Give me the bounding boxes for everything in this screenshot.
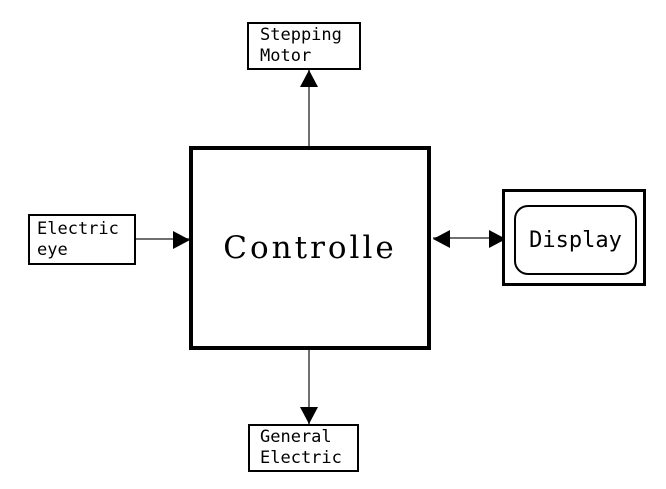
arrow-right-icon: [173, 231, 190, 249]
arrow-right-icon: [489, 230, 506, 248]
arrow-left-icon: [433, 230, 450, 248]
node-general-electric-line-2: Electric: [260, 448, 342, 468]
node-electric-eye-line-2: eye: [37, 239, 68, 260]
node-controller-label: Controlle: [223, 230, 397, 266]
node-display-inner-frame: Display: [514, 205, 637, 275]
node-electric-eye[interactable]: Electric eye: [28, 214, 136, 265]
node-general-electric[interactable]: General Electric: [248, 424, 359, 472]
connector-controller-to-stepping-motor: [308, 69, 310, 147]
arrow-down-icon: [300, 407, 318, 424]
connector-controller-to-general-electric: [308, 349, 310, 425]
node-display[interactable]: Display: [502, 189, 646, 286]
node-stepping-motor[interactable]: Stepping Motor: [247, 22, 361, 70]
node-stepping-motor-line-1: Stepping: [260, 25, 342, 45]
node-stepping-motor-line-2: Motor: [260, 46, 312, 66]
arrow-up-icon: [300, 70, 318, 87]
connector-controller-to-display: [433, 237, 505, 239]
connector-electric-eye-to-controller: [136, 238, 192, 240]
node-general-electric-line-1: General: [260, 427, 332, 447]
node-display-label: Display: [529, 227, 622, 253]
node-electric-eye-line-1: Electric: [37, 218, 119, 239]
node-controller[interactable]: Controlle: [189, 146, 431, 350]
